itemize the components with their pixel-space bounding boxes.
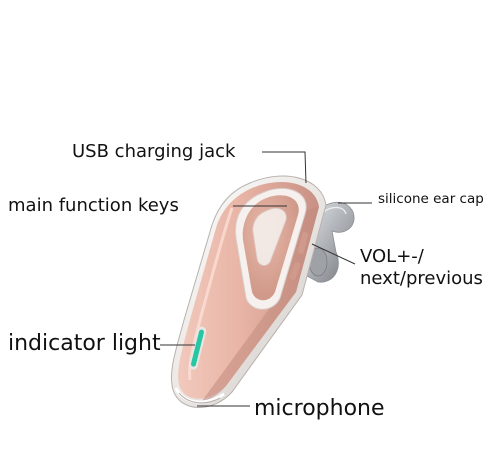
leader-vol [311,243,356,265]
indicator-light [188,326,207,370]
label-main-function-keys: main function keys [8,195,179,216]
leader-usb [262,151,307,184]
main-function-key [235,188,307,310]
label-indicator-light: indicator light [8,331,161,356]
label-microphone: microphone [254,396,385,421]
label-volume-next-previous: VOL+-/ next/previous [360,246,483,290]
label-silicone-ear-cap: silicone ear cap [378,191,484,207]
label-vol-line1: VOL+-/ [360,246,424,267]
leader-lines [160,151,372,407]
microphone-tip [174,387,225,404]
label-usb-charging-jack: USB charging jack [72,141,236,162]
label-vol-line2: next/previous [360,267,483,289]
volume-buttons [289,232,309,280]
